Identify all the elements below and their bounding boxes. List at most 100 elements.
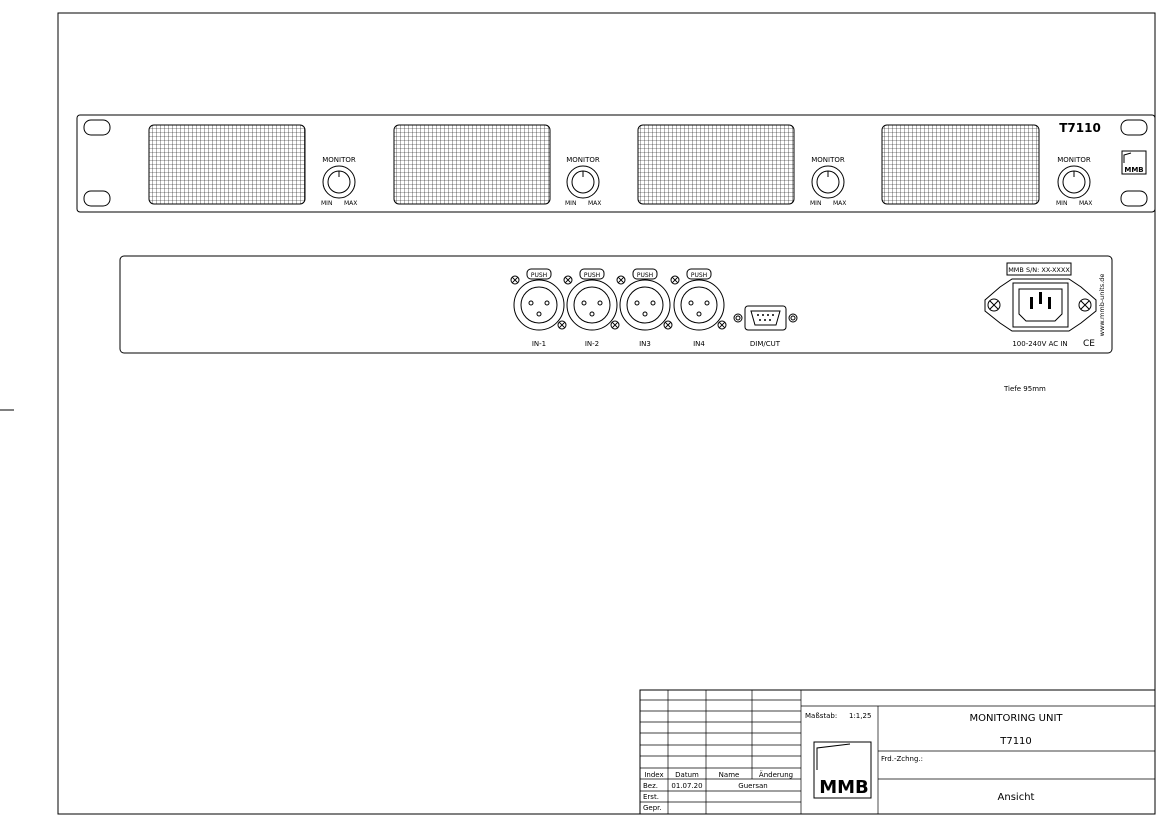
serial-label-box: [1006, 262, 1072, 276]
screw-icon: [1078, 298, 1092, 312]
speaker-grille: [393, 124, 551, 205]
push-tab: [526, 268, 552, 280]
erst-label: Erst.: [643, 793, 659, 801]
logo-frame: [813, 741, 872, 799]
rev-header-change: Änderung: [759, 770, 793, 779]
monitor-knob-1: MONITOR MIN MAX: [321, 156, 357, 207]
knob-min-label: MIN: [810, 200, 821, 207]
screw-icon: [788, 313, 798, 323]
xlr-flange: [566, 279, 618, 331]
speaker-grille: [881, 124, 1040, 205]
xlr-input-4: PUSH IN4: [670, 268, 727, 348]
knob-outer: [811, 165, 845, 199]
push-tab: [686, 268, 712, 280]
gepr-label: Gepr.: [643, 804, 662, 812]
power-label: 100-240V AC IN: [1012, 340, 1067, 348]
xlr-flange: [513, 279, 565, 331]
rack-slot-top-right: [1120, 119, 1148, 136]
view-label: Ansicht: [998, 792, 1035, 803]
push-label: PUSH: [691, 272, 707, 279]
knob-max-label: MAX: [344, 200, 357, 207]
xlr-input-2: PUSH IN-2: [563, 268, 620, 348]
dsub-shell: [744, 305, 787, 331]
front-panel: MONITOR MIN MAX MONITOR MIN MAX MONITOR …: [76, 114, 1156, 213]
xlr-pin: [696, 311, 702, 317]
xlr-pin: [634, 300, 640, 306]
xlr-socket: [573, 286, 611, 324]
knob-min-label: MIN: [565, 200, 576, 207]
knob-label: MONITOR: [1057, 156, 1091, 164]
xlr-pin: [688, 300, 694, 306]
speaker-grille: [148, 124, 306, 205]
title-block-frame: [639, 689, 1156, 815]
mmb-logo-large: MMB: [813, 741, 872, 799]
front-panel-outline: [76, 114, 1156, 213]
push-label: PUSH: [531, 272, 547, 279]
xlr-flange: [619, 279, 671, 331]
frd-label: Frd.-Zchng.:: [881, 755, 923, 763]
ce-mark: CE: [1083, 339, 1095, 349]
knob-max-label: MAX: [1079, 200, 1092, 207]
title-block: Index Datum Name Änderung Bez. 01.07.20 …: [639, 689, 1156, 815]
bez-name: Guersan: [738, 782, 767, 790]
inlet-flange: [984, 278, 1097, 332]
dsub-socket: [750, 310, 781, 326]
drawing-title: MONITORING UNIT: [969, 713, 1063, 724]
logo-text: MMB: [1124, 166, 1143, 174]
screw-icon: [663, 320, 673, 330]
logo-text: MMB: [819, 777, 869, 798]
website-label: www.mmb-units.de: [1098, 274, 1106, 337]
input-label: IN3: [639, 340, 651, 348]
monitor-knob-3: MONITOR MIN MAX: [810, 156, 846, 207]
xlr-pin: [536, 311, 542, 317]
rev-header-name: Name: [719, 771, 740, 779]
screw-icon: [557, 320, 567, 330]
push-tab: [632, 268, 658, 280]
rack-slot-top-left: [83, 119, 111, 136]
model-label: T7110: [1059, 121, 1101, 135]
inlet-pin: [1039, 292, 1042, 304]
knob-max-label: MAX: [588, 200, 601, 207]
drawing-frame: [57, 12, 1156, 815]
input-label: IN4: [693, 340, 705, 348]
logo-frame: [1121, 150, 1147, 175]
scale-value: 1:1,25: [849, 712, 871, 720]
knob-label: MONITOR: [566, 156, 600, 164]
scale-label: Maßstab:: [805, 712, 837, 720]
xlr-socket: [626, 286, 664, 324]
bez-label: Bez.: [643, 782, 658, 790]
logo-swoosh: [816, 743, 851, 770]
rev-header-index: Index: [644, 771, 663, 779]
knob-outer: [566, 165, 600, 199]
logo-swoosh: [1123, 152, 1132, 163]
xlr-pin: [528, 300, 534, 306]
depth-note: Tiefe 95mm: [1003, 385, 1046, 393]
xlr-pin: [642, 311, 648, 317]
xlr-pin: [704, 300, 710, 306]
screw-icon: [616, 275, 626, 285]
push-label: PUSH: [637, 272, 653, 279]
xlr-pin: [589, 311, 595, 317]
xlr-pin: [650, 300, 656, 306]
push-tab: [579, 268, 605, 280]
input-label: IN-2: [585, 340, 599, 348]
dsub-connector: DIM/CUT: [733, 305, 798, 348]
mmb-logo-small: MMB: [1121, 150, 1147, 175]
bez-date: 01.07.20: [671, 782, 702, 790]
knob-outer: [1057, 165, 1091, 199]
screw-icon: [510, 275, 520, 285]
inlet-socket: [1018, 288, 1063, 322]
inlet-pin: [1030, 297, 1033, 309]
rev-header-date: Datum: [675, 771, 699, 779]
screw-icon: [610, 320, 620, 330]
monitor-knob-2: MONITOR MIN MAX: [565, 156, 601, 207]
screw-icon: [733, 313, 743, 323]
xlr-input-1: PUSH IN-1: [510, 268, 567, 348]
monitor-knob-4: MONITOR MIN MAX: [1056, 156, 1092, 207]
knob-label: MONITOR: [811, 156, 845, 164]
xlr-socket: [520, 286, 558, 324]
knob-label: MONITOR: [322, 156, 356, 164]
iec-power-inlet: [984, 278, 1097, 332]
rack-slot-bottom-right: [1120, 190, 1148, 207]
